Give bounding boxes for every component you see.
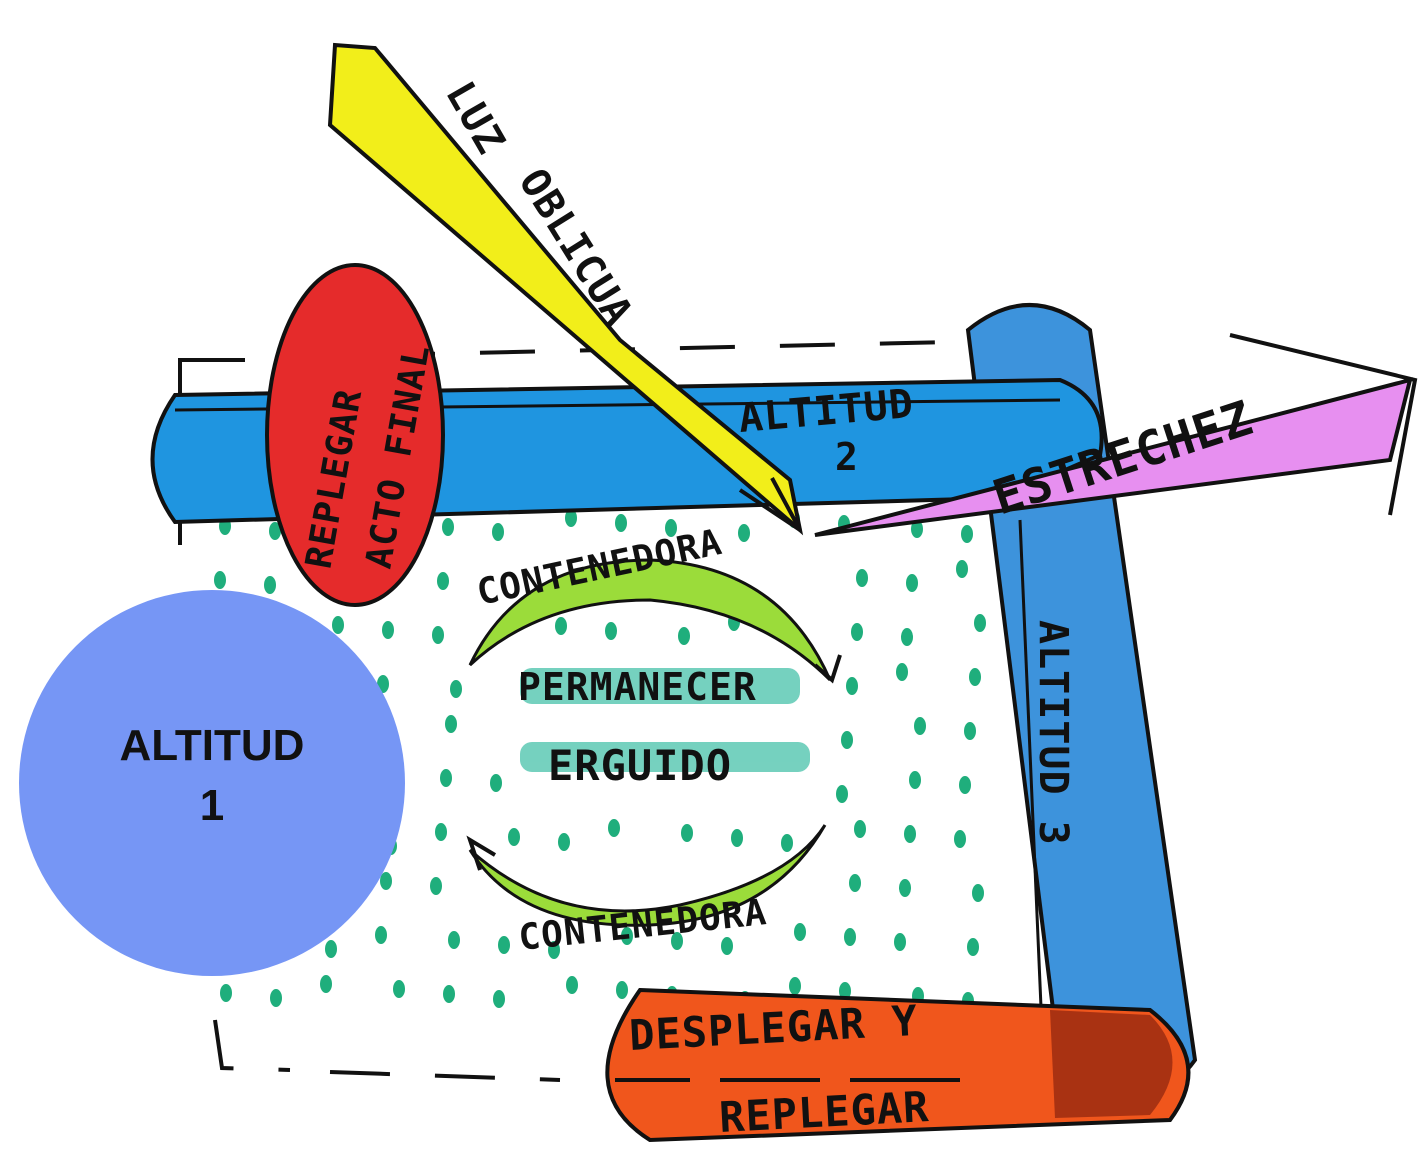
- green-dot: [437, 572, 449, 590]
- label-altitud-3: ALTITUD 3: [1030, 620, 1076, 846]
- green-dot: [967, 938, 979, 956]
- green-dot: [794, 923, 806, 941]
- green-dot: [448, 931, 460, 949]
- green-dot: [899, 879, 911, 897]
- green-dot: [332, 616, 344, 634]
- green-dot: [320, 975, 332, 993]
- green-dot: [969, 668, 981, 686]
- green-dot: [896, 663, 908, 681]
- green-dot: [974, 614, 986, 632]
- green-dot: [721, 937, 733, 955]
- green-dot: [616, 981, 628, 999]
- green-dot: [849, 874, 861, 892]
- green-dot: [854, 820, 866, 838]
- green-dot: [450, 680, 462, 698]
- green-dot: [851, 623, 863, 641]
- green-dot: [844, 928, 856, 946]
- green-dot: [781, 834, 793, 852]
- green-dot: [270, 989, 282, 1007]
- green-dot: [264, 576, 276, 594]
- green-dot: [214, 571, 226, 589]
- green-dot: [220, 984, 232, 1002]
- green-dot: [789, 977, 801, 995]
- green-dot: [508, 828, 520, 846]
- green-dot: [445, 715, 457, 733]
- label-altitud-2-line2: 2: [835, 435, 859, 479]
- green-dot: [894, 933, 906, 951]
- altitud-1-badge: ALTITUD 1: [19, 590, 405, 976]
- green-dot: [442, 518, 454, 536]
- green-dot: [841, 731, 853, 749]
- green-dot: [731, 829, 743, 847]
- green-dot: [493, 990, 505, 1008]
- green-dot: [382, 621, 394, 639]
- green-dot: [555, 617, 567, 635]
- green-dot: [608, 819, 620, 837]
- green-dot: [443, 985, 455, 1003]
- green-dot: [954, 830, 966, 848]
- green-dot: [393, 980, 405, 998]
- green-dot: [904, 825, 916, 843]
- badge-line2: 1: [200, 781, 224, 830]
- green-dot: [972, 884, 984, 902]
- green-dot: [498, 936, 510, 954]
- green-dot: [678, 627, 690, 645]
- green-dot: [435, 823, 447, 841]
- green-dot: [964, 722, 976, 740]
- green-dot: [440, 769, 452, 787]
- green-dot: [909, 771, 921, 789]
- green-dot: [846, 677, 858, 695]
- green-dot: [492, 523, 504, 541]
- green-dot: [615, 514, 627, 532]
- green-dot: [836, 785, 848, 803]
- green-dot: [906, 574, 918, 592]
- green-dot: [432, 626, 444, 644]
- green-dot: [325, 940, 337, 958]
- green-dot: [961, 525, 973, 543]
- green-dot: [959, 776, 971, 794]
- label-permanecer: PERMANECER: [518, 665, 757, 709]
- green-dot: [914, 717, 926, 735]
- green-dot: [558, 833, 570, 851]
- green-dot: [681, 824, 693, 842]
- green-dot: [430, 877, 442, 895]
- green-dot: [605, 622, 617, 640]
- green-dot: [490, 774, 502, 792]
- label-erguido: ERGUIDO: [548, 741, 732, 790]
- badge-line1: ALTITUD: [120, 721, 305, 770]
- green-dot: [375, 926, 387, 944]
- green-dot: [901, 628, 913, 646]
- green-dot: [956, 560, 968, 578]
- green-dot: [738, 524, 750, 542]
- green-dot: [566, 976, 578, 994]
- green-dot: [856, 569, 868, 587]
